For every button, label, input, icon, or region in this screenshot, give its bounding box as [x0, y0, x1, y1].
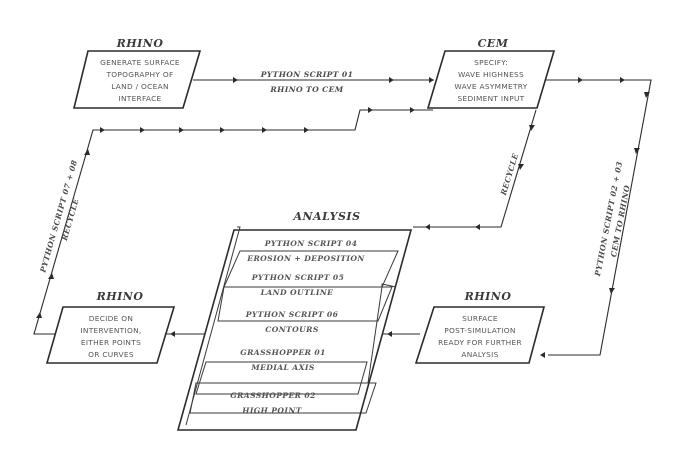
analysis-task: EROSION + DEPOSITION [246, 254, 365, 263]
node-line: LAND / OCEAN [111, 82, 169, 91]
arrow-head [644, 92, 650, 98]
arrow-head [518, 164, 524, 170]
node-cem: CEM SPECIFY: WAVE HIGHNESS WAVE ASYMMETR… [426, 37, 556, 109]
node-line: POST-SIMULATION [444, 326, 515, 335]
arrow-head [387, 331, 392, 337]
arrow-head [609, 288, 615, 294]
analysis-task: MEDIAL AXIS [250, 363, 315, 372]
node-title: RHINO [116, 37, 164, 50]
arrow-head [634, 148, 640, 154]
node-rhino-surface: RHINO SURFACE POST-SIMULATION READY FOR … [414, 290, 546, 364]
arrow-head [389, 77, 394, 83]
analysis-script: GRASSHOPPER 01 [240, 348, 326, 357]
analysis-box-high [189, 382, 377, 414]
node-line: SEDIMENT INPUT [458, 94, 525, 103]
node-line: WAVE ASYMMETRY [454, 82, 527, 91]
analysis-inner-frame-left [185, 226, 241, 426]
node-line: GENERATE SURFACE [100, 58, 180, 67]
arrow-head [262, 127, 267, 133]
node-line: INTERFACE [118, 94, 161, 103]
analysis-inner-frame-right [367, 283, 397, 384]
analysis-script: GRASSHOPPER 02 [230, 391, 316, 400]
node-analysis: ANALYSIS PYTHON SCRIPT 04 EROSION + DEPO… [176, 210, 413, 431]
node-box [45, 306, 176, 364]
analysis-script: PYTHON SCRIPT 06 [245, 310, 339, 319]
analysis-script: PYTHON SCRIPT 04 [264, 239, 358, 248]
arrow-head [368, 107, 373, 113]
arrow-head [48, 273, 54, 279]
analysis-outer-frame [176, 229, 413, 431]
arrow-head [475, 224, 480, 230]
node-line: SPECIFY: [474, 58, 508, 67]
arrow-head [425, 224, 430, 230]
arrow-head [100, 127, 105, 133]
node-box [414, 306, 546, 364]
arrow-head [220, 127, 225, 133]
arrow-head [140, 127, 145, 133]
arrow-head [578, 77, 583, 83]
arrow-head [540, 352, 545, 358]
edge-recycle: RECYCLE [413, 109, 537, 230]
arrow-head [529, 125, 535, 131]
node-title: ANALYSIS [292, 210, 360, 223]
edge-label-script-01: PYTHON SCRIPT 01 [260, 70, 354, 79]
node-box [426, 50, 556, 109]
node-title: RHINO [464, 290, 512, 303]
node-rhino-generate: RHINO GENERATE SURFACE TOPOGRAPHY OF LAN… [72, 37, 202, 109]
edge-label-rhino-to-cem: RHINO TO CEM [269, 85, 343, 94]
arrow-head [170, 331, 175, 337]
node-line: ANALYSIS [461, 350, 498, 359]
analysis-task: CONTOURS [265, 325, 319, 334]
node-box [72, 50, 202, 109]
edge-surface-to-analysis [382, 331, 420, 337]
analysis-task: HIGH POINT [241, 406, 302, 415]
node-line: DECIDE ON [89, 314, 133, 323]
arrow-head [36, 312, 42, 318]
node-line: READY FOR FURTHER [438, 338, 522, 347]
analysis-script: PYTHON SCRIPT 05 [251, 273, 345, 282]
node-line: TOPOGRAPHY OF [105, 70, 173, 79]
analysis-task: LAND OUTLINE [260, 288, 334, 297]
node-line: EITHER POINTS [81, 338, 141, 347]
node-line: SURFACE [462, 314, 498, 323]
arrow-head [410, 107, 415, 113]
node-title: RHINO [96, 290, 144, 303]
arrow-head [620, 77, 625, 83]
node-title: CEM [478, 37, 509, 50]
arrow-head [179, 127, 184, 133]
node-line: OR CURVES [88, 350, 134, 359]
analysis-box-land [217, 286, 393, 322]
arrow-head [84, 149, 90, 155]
node-rhino-decide: RHINO DECIDE ON INTERVENTION, EITHER POI… [45, 290, 176, 364]
arrow-head [304, 127, 309, 133]
arrow-head [429, 77, 434, 83]
edge-cem-to-rhino: PYTHON SCRIPT 02 + 03 CEM TO RHINO [540, 77, 652, 358]
node-line: INTERVENTION, [80, 326, 141, 335]
arrow-head [233, 77, 238, 83]
edge-rhino-to-cem: PYTHON SCRIPT 01 RHINO TO CEM [193, 70, 434, 94]
node-line: WAVE HIGHNESS [458, 70, 524, 79]
